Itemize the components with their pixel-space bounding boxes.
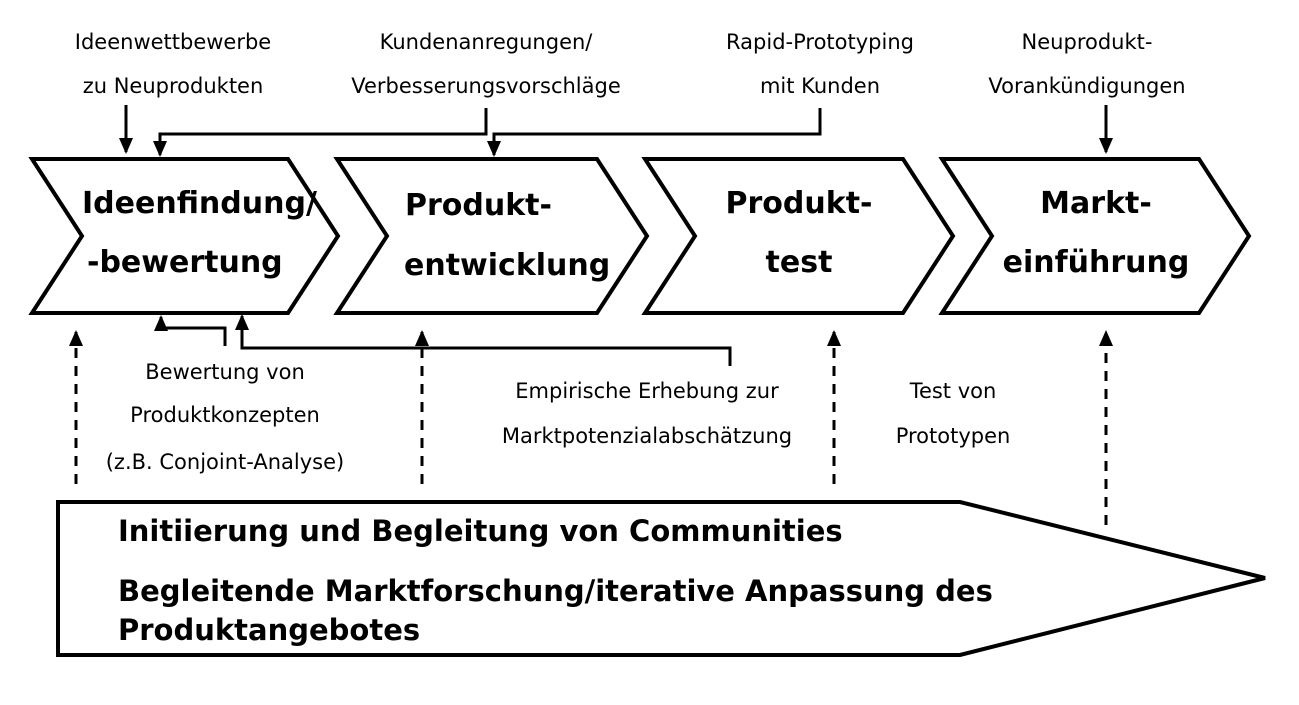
stage-produkttest: Produkt- test — [726, 186, 873, 280]
bottom-input-line2: Produktkonzepten — [130, 403, 320, 427]
bottom-input-prototypentest: Test von Prototypen — [896, 379, 1011, 448]
bottom-input-marktpotenzial: Empirische Erhebung zur Marktpotenzialab… — [502, 379, 792, 448]
bottom-input-line1: Bewertung von — [145, 360, 305, 384]
stage-chevrons — [28, 157, 1252, 315]
stage-chevron-produktentwicklung — [333, 157, 650, 315]
community-arrow-line1: Initiierung und Begleitung von Communiti… — [118, 514, 843, 548]
top-input-line2: Verbesserungsvorschläge — [351, 74, 621, 98]
bottom-input-line1: Empirische Erhebung zur — [515, 379, 779, 403]
arrow-marktpotenzial — [235, 314, 732, 366]
stage-label-line1: Produkt- — [405, 188, 552, 223]
top-input-line2: zu Neuprodukten — [83, 74, 264, 98]
stage-produktentwicklung: Produkt- entwicklung — [404, 188, 610, 283]
top-input-line1: Ideenwettbewerbe — [75, 30, 271, 54]
stage-label-line2: test — [766, 245, 833, 280]
stage-ideenfindung: Ideenfindung/ -bewertung — [82, 186, 317, 280]
top-input-line2: Vorankündigungen — [988, 74, 1185, 98]
top-input-line1: Neuprodukt- — [1022, 30, 1153, 54]
stage-chevron-ideenfindung — [28, 157, 341, 315]
arrow-bewertung-konzepte — [154, 315, 227, 346]
stage-markteinfuehrung: Markt- einführung — [1003, 186, 1190, 280]
stage-label-line2: entwicklung — [404, 248, 610, 283]
bottom-input-line2: Prototypen — [896, 424, 1011, 448]
top-input-rapid-prototyping: Rapid-Prototyping mit Kunden — [726, 30, 914, 98]
community-arrow-line3: Produktangebotes — [118, 613, 420, 647]
bottom-input-line2: Marktpotenzialabschätzung — [502, 424, 792, 448]
stage-label-line2: einführung — [1003, 245, 1190, 280]
top-input-vorankuendigungen: Neuprodukt- Vorankündigungen — [988, 30, 1185, 98]
bottom-connectors — [154, 314, 732, 366]
bottom-input-konzeptbewertung: Bewertung von Produktkonzepten (z.B. Con… — [106, 360, 345, 474]
top-input-line1: Rapid-Prototyping — [726, 30, 914, 54]
top-input-ideenwettbewerbe: Ideenwettbewerbe zu Neuprodukten — [75, 30, 271, 98]
arrow-rapid-prototyping — [487, 108, 822, 157]
stage-chevron-produkttest — [641, 157, 956, 315]
stage-label-line2: -bewertung — [87, 245, 283, 280]
dashed-connectors — [69, 330, 1113, 525]
top-input-line2: mit Kunden — [760, 74, 880, 98]
bottom-input-line3: (z.B. Conjoint-Analyse) — [106, 450, 345, 474]
stage-label-line1: Produkt- — [726, 186, 873, 221]
top-connectors — [119, 105, 1113, 157]
community-arrow-text: Initiierung und Begleitung von Communiti… — [118, 514, 993, 647]
top-input-line1: Kundenanregungen/ — [380, 30, 594, 54]
top-input-kundenanregungen: Kundenanregungen/ Verbesserungsvorschläg… — [351, 30, 621, 98]
stage-chevron-markteinfuehrung — [938, 157, 1252, 315]
stage-label-line1: Markt- — [1040, 186, 1152, 221]
community-arrow — [56, 500, 1266, 657]
stage-label-line1: Ideenfindung/ — [82, 186, 317, 221]
community-arrow-line2: Begleitende Marktforschung/iterative Anp… — [118, 574, 993, 608]
bottom-input-line1: Test von — [909, 379, 997, 403]
arrow-kundenanregungen — [153, 108, 488, 157]
